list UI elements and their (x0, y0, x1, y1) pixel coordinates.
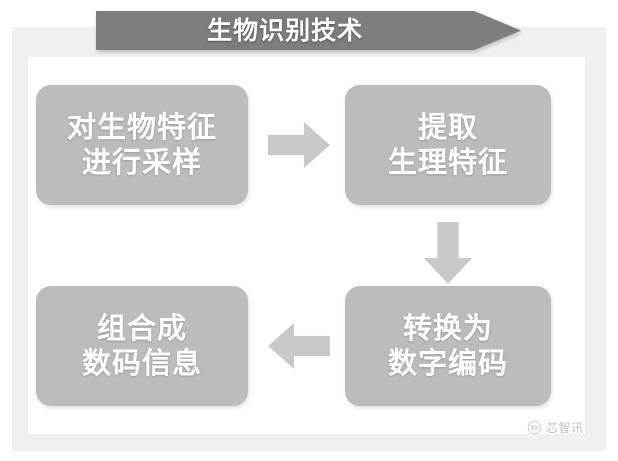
title-ribbon: 生物识别技术 (96, 11, 521, 50)
flow-box-assemble-digital-info: 组合成 数码信息 (36, 286, 248, 406)
chip-logo-icon (527, 420, 542, 435)
ribbon-shape (96, 11, 521, 50)
diagram-title: 生物识别技术 (207, 16, 364, 45)
flow-box-line: 提取 (417, 109, 478, 144)
watermark-text: 芯智讯 (546, 421, 584, 435)
flow-box-line: 组合成 (96, 310, 187, 345)
flow-box-line: 生理特征 (387, 145, 508, 179)
flow-box-sample-bio-features: 对生物特征 进行采样 (36, 85, 248, 205)
flow-box-convert-to-digital-code: 转换为 数字编码 (345, 286, 551, 406)
flow-box-line: 数码信息 (81, 346, 202, 380)
watermark: 芯智讯 (527, 419, 584, 436)
flow-box-line: 进行采样 (81, 145, 202, 179)
flow-box-line: 转换为 (402, 310, 493, 345)
flow-box-line: 数字编码 (387, 346, 508, 380)
flow-box-line: 对生物特征 (66, 109, 217, 144)
flow-box-extract-physiological-features: 提取 生理特征 (345, 85, 551, 205)
